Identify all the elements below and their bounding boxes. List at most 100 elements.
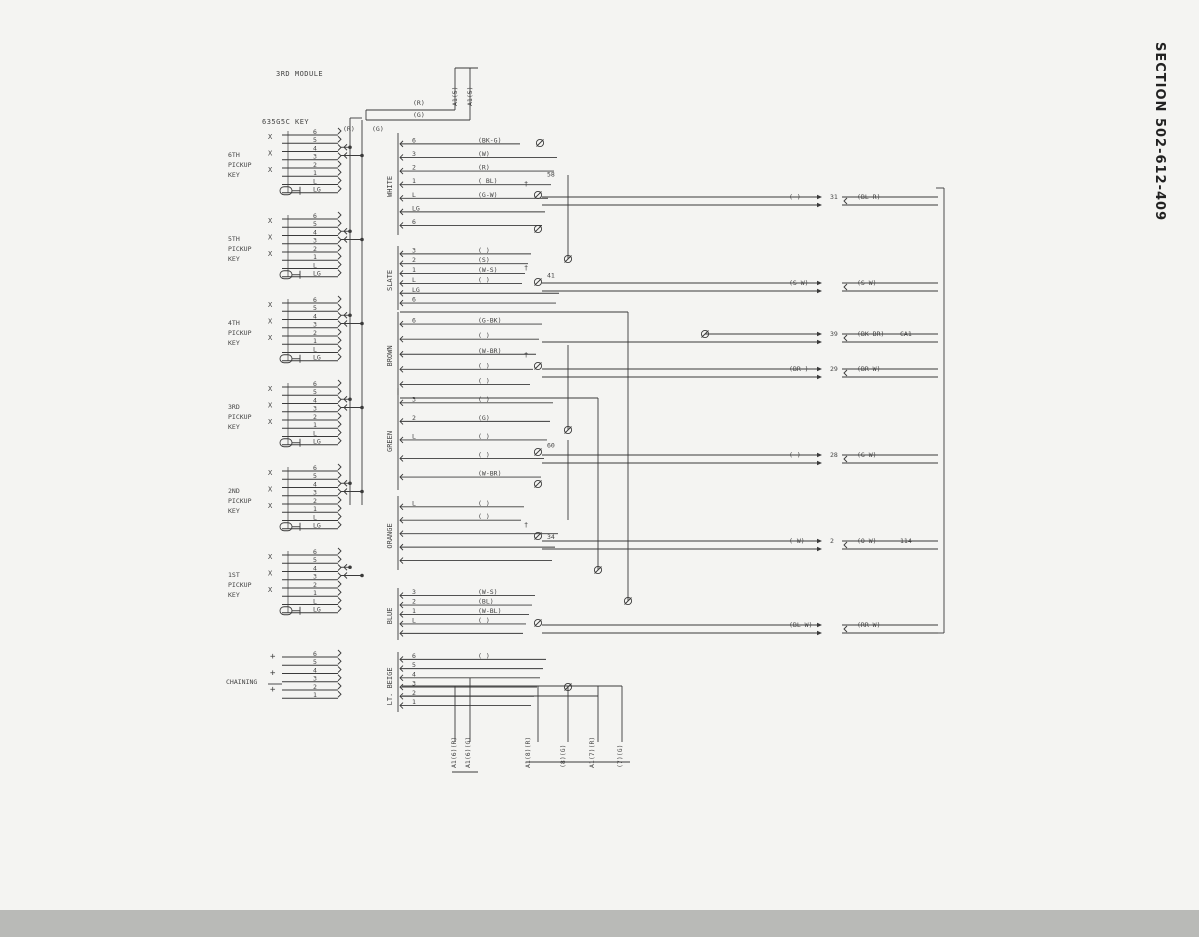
chaining-terminal-label: 6 (313, 650, 317, 658)
contact-x-mark: X (268, 402, 273, 410)
output-arrow-icon (817, 288, 822, 294)
group-terminal-label: 6 (412, 317, 416, 325)
output-extra-label: 114 (900, 537, 912, 545)
top-ref-label: A1(5) (466, 86, 474, 106)
key-terminal-label: 6 (313, 548, 317, 556)
output-post-color: (RR-W) (857, 621, 880, 629)
key-terminal-chevron (337, 228, 342, 235)
key-terminal-label: 3 (313, 405, 317, 413)
key-name-label: KEY (228, 255, 240, 263)
contact-x-mark: X (268, 301, 273, 309)
group-wire-color: (W-BL) (478, 607, 501, 615)
chaining-chevron (337, 674, 342, 682)
module-label: 3RD MODULE (276, 70, 324, 78)
group-terminal-label: 6 (412, 136, 416, 144)
output-pre-color: (BR ) (789, 365, 809, 373)
key-name-label: PICKUP (228, 497, 252, 505)
key-terminal-chevron (337, 429, 342, 436)
group-terminal-label: LG (412, 204, 420, 212)
key-terminal-chevron (337, 396, 342, 403)
group-wire-color: ( ) (478, 276, 490, 284)
junction-slash (534, 480, 542, 488)
section-title: SECTION 502-612-409 (1152, 42, 1167, 222)
lamp-icon (279, 606, 293, 616)
bus-tap-chevron (343, 479, 348, 487)
group-wire-color: (W) (478, 150, 490, 158)
key-name-label: PICKUP (228, 581, 252, 589)
key-name-label: PICKUP (228, 245, 252, 253)
group-terminal-label: 6 (412, 296, 416, 304)
bus-g-label: (G) (372, 125, 384, 133)
key-terminal-chevron (337, 496, 342, 504)
group-terminal-label: 6 (412, 218, 416, 226)
group-terminal-label: 2 (412, 414, 416, 422)
output-post-color: (BL-R) (857, 193, 880, 201)
output-arrow-icon (817, 630, 822, 636)
group-wire-color: (G-BK) (478, 317, 501, 325)
output-post-color: (BK-BR) (857, 330, 884, 338)
contact-x-mark: X (268, 133, 273, 141)
key-terminal-label: 3 (313, 237, 317, 245)
output-arrow-icon (817, 452, 822, 458)
group-circuit-number: 60 (547, 441, 555, 449)
junction-symbol (533, 277, 543, 287)
dagger-mark: † (524, 351, 528, 359)
output-chevron (843, 334, 848, 342)
output-pre-color: ( ) (789, 193, 801, 201)
group-wire-color: ( ) (478, 513, 490, 521)
key-terminal-chevron (337, 152, 342, 160)
key-terminal-chevron (337, 160, 342, 168)
bottom-ref-label: A1(8)(R) (524, 737, 532, 768)
key-terminal-label: 4 (313, 564, 317, 572)
key-terminal-chevron (337, 605, 342, 613)
group-wire-color: ( ) (478, 432, 490, 440)
key-terminal-label: 4 (313, 396, 317, 404)
key-name-label: KEY (228, 423, 240, 431)
key-terminal-label: 5 (313, 388, 317, 396)
key-terminal-chevron (337, 144, 342, 151)
chaining-terminal-label: 4 (313, 666, 317, 674)
key-name-label: KEY (228, 171, 240, 179)
key-terminal-chevron (337, 211, 342, 219)
chaining-plus-mark: + (270, 685, 276, 695)
top-bus-r: (R) (413, 99, 425, 107)
group-terminal-label: 1 (412, 266, 416, 274)
group-wire-color: ( BL) (478, 177, 498, 185)
group-terminal-label: 3 (412, 395, 416, 403)
group-wire-color: (W-S) (478, 588, 498, 596)
group-terminal-label: 2 (412, 689, 416, 697)
key-terminal-label: 3 (313, 489, 317, 497)
group-name-label: GREEN (386, 431, 394, 452)
key-terminal-chevron (337, 177, 342, 184)
lamp-icon (279, 270, 293, 280)
key-terminal-label: 1 (313, 169, 317, 177)
key-terminal-label: 3 (313, 153, 317, 161)
output-extra-label: CA1 (900, 330, 912, 338)
key-terminal-label: LG (313, 522, 321, 530)
key-terminal-label: 3 (313, 321, 317, 329)
chaining-chevron (337, 682, 342, 690)
key-terminal-label: 6 (313, 380, 317, 388)
key-terminal-chevron (337, 437, 342, 445)
key-terminal-chevron (337, 404, 342, 412)
key-terminal-label: 6 (313, 212, 317, 220)
bus-tap-chevron (343, 143, 348, 151)
junction-symbol (533, 447, 543, 457)
lamp-icon (279, 186, 293, 196)
key-terminal-label: LG (313, 186, 321, 194)
output-chevron (843, 283, 848, 291)
bus-tap-chevron (343, 395, 348, 403)
key-terminal-label: L (313, 513, 317, 521)
output-number: 29 (830, 365, 838, 373)
key-terminal-chevron (337, 135, 342, 143)
contact-x-mark: X (268, 418, 273, 426)
group-terminal-label: 3 (412, 246, 416, 254)
key-terminal-chevron (337, 412, 342, 420)
key-terminal-label: L (313, 177, 317, 185)
group-wire-color: (S) (478, 256, 490, 264)
junction-slash (534, 532, 542, 540)
chaining-plus-mark: + (270, 652, 276, 662)
bottom-ref-label: (8)(G) (559, 745, 567, 768)
output-number: 2 (830, 537, 834, 545)
